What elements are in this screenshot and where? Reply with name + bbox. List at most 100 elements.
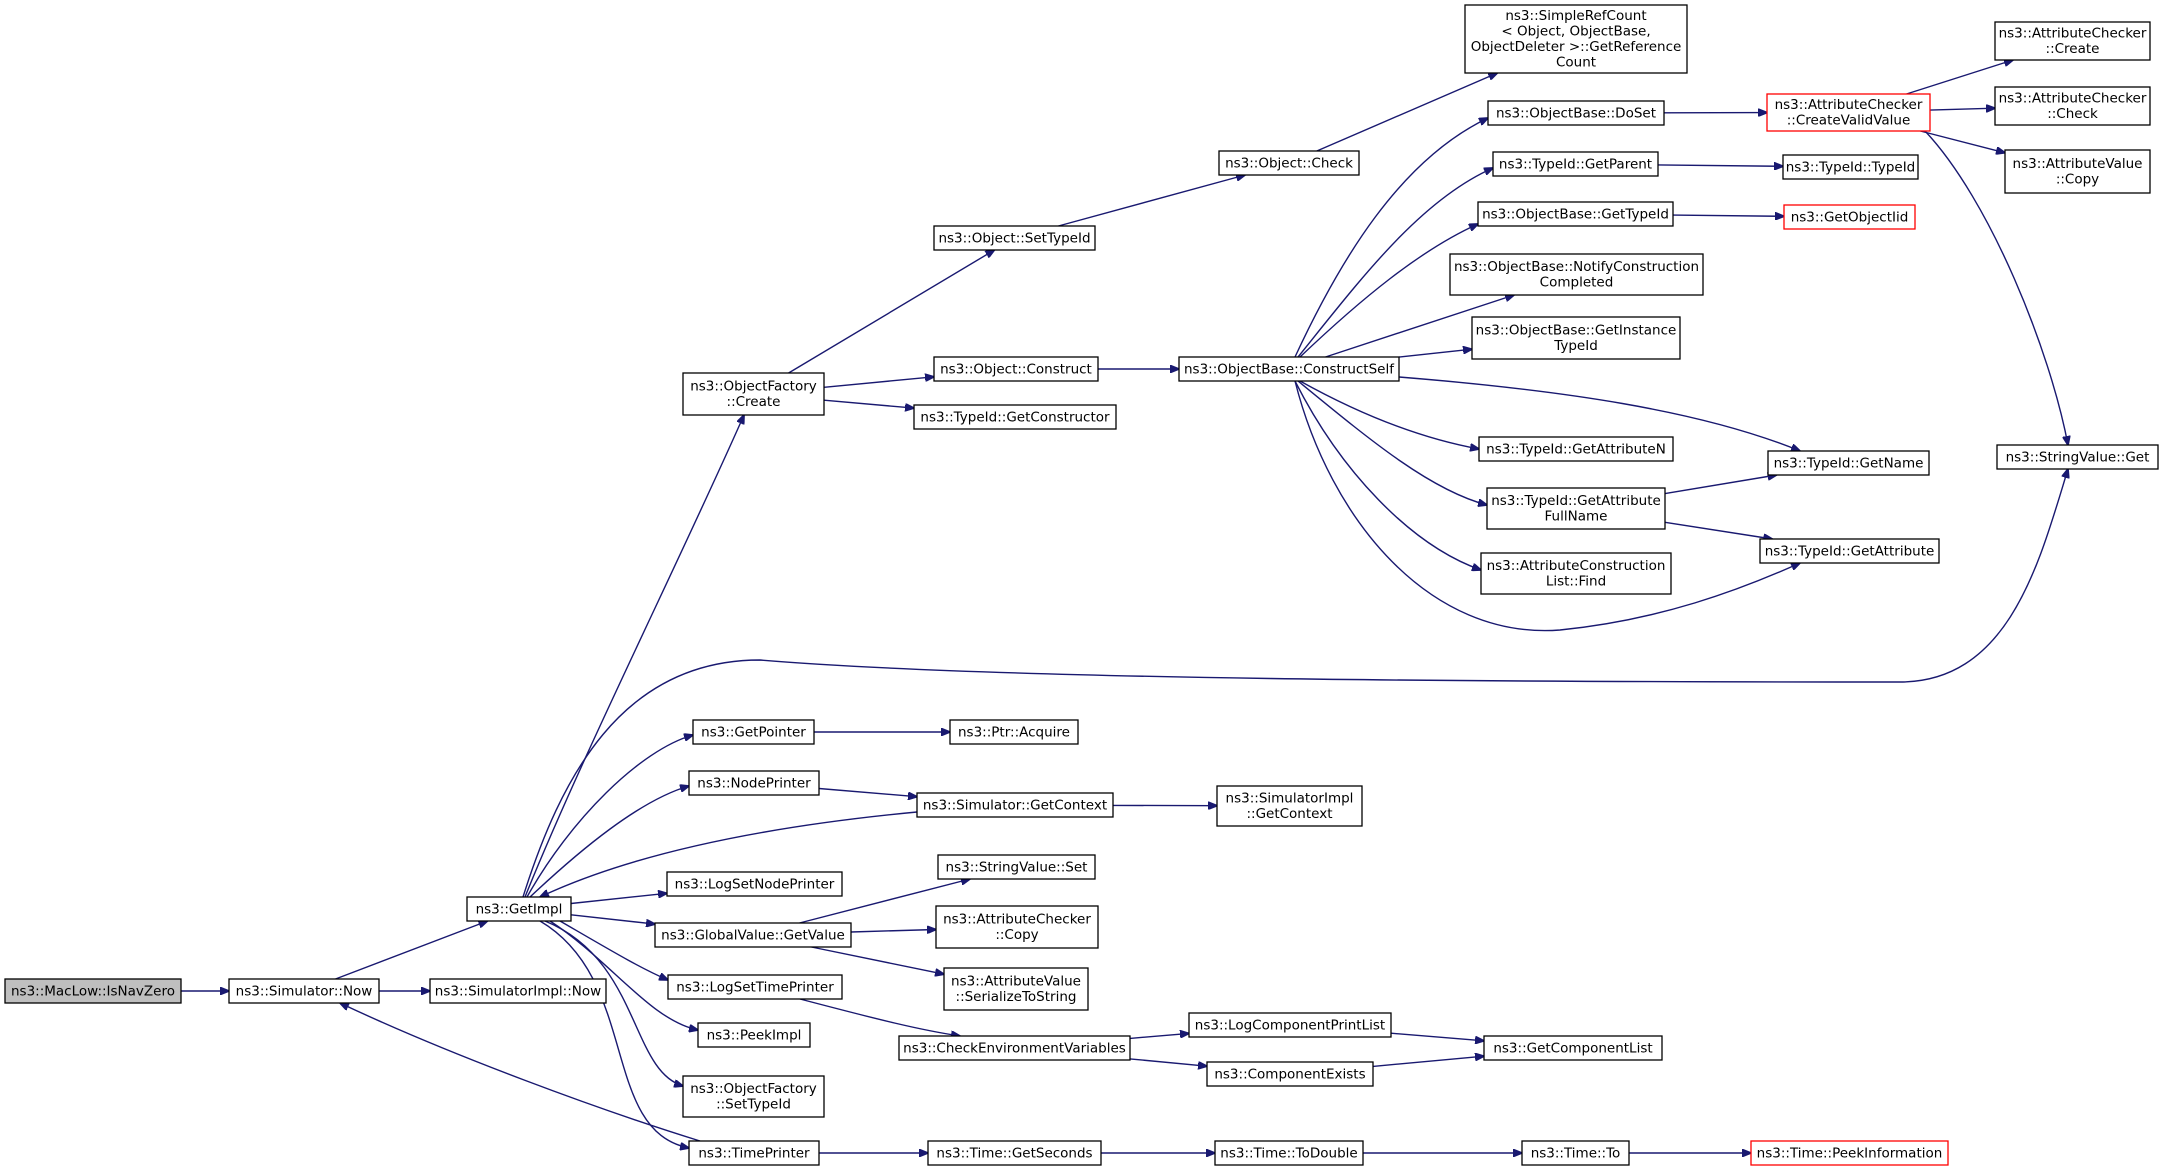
node-object_settypeid[interactable]: ns3::Object::SetTypeId [933,225,1096,251]
edge-getimpl-to-timeprinter [539,920,689,1148]
node-simulator_getcontext[interactable]: ns3::Simulator::GetContext [916,792,1114,818]
node-box [697,1022,811,1048]
node-typeid_getattributen[interactable]: ns3::TypeId::GetAttributeN [1478,436,1674,462]
edge-globalvalue_getvalue-to-stringvalue_set [799,879,971,924]
node-box [1767,450,1930,476]
node-label: ns3::SimulatorImpl [1226,791,1354,807]
node-attributechecker_check[interactable]: ns3::AttributeChecker::Check [1994,86,2151,126]
node-label: ns3::Simulator::GetContext [923,797,1107,813]
node-typeid_getparent[interactable]: ns3::TypeId::GetParent [1492,151,1659,177]
node-time_to[interactable]: ns3::Time::To [1521,1140,1630,1166]
node-box [933,356,1099,382]
edge-getimpl-to-logsetnodeprinter [570,893,667,905]
node-label: ::Check [2047,106,2098,122]
node-logcomponentprintlist[interactable]: ns3::LogComponentPrintList [1188,1012,1392,1038]
node-nodeprinter[interactable]: ns3::NodePrinter [688,770,820,796]
node-checkenvironmentvariables[interactable]: ns3::CheckEnvironmentVariables [898,1035,1131,1061]
node-time_todouble[interactable]: ns3::Time::ToDouble [1214,1140,1364,1166]
node-attributevalue_serializetostring[interactable]: ns3::AttributeValue::SerializeToString [943,967,1089,1011]
edge-nodeprinter-to-simulator_getcontext [818,787,917,797]
edge-objectbase_constructself-to-objectbase_notifyconstructioncompleted [1325,295,1515,358]
node-getimpl[interactable]: ns3::GetImpl [466,896,572,922]
node-getpointer[interactable]: ns3::GetPointer [692,719,815,745]
node-label: ns3::SimpleRefCount [1505,8,1646,24]
node-label: ::Create [2046,41,2100,57]
node-box [1471,316,1681,360]
node-label: ns3::GlobalValue::GetValue [661,927,845,943]
node-label: ns3::AttributeChecker [1775,97,1923,113]
node-simulatorimpl_getcontext[interactable]: ns3::SimulatorImpl::GetContext [1216,785,1363,827]
node-attributechecker_create[interactable]: ns3::AttributeChecker::Create [1994,21,2151,61]
node-attributechecker_copy[interactable]: ns3::AttributeChecker::Copy [935,905,1099,949]
edge-typeid_getattributefullname-to-typeid_getname [1664,475,1777,495]
node-attributevalue_copy[interactable]: ns3::AttributeValue::Copy [2004,149,2151,194]
node-objectfactory_create[interactable]: ns3::ObjectFactory::Create [682,372,825,416]
node-ptr_acquire[interactable]: ns3::Ptr::Acquire [949,719,1079,745]
node-typeid_typeid[interactable]: ns3::TypeId::TypeId [1782,154,1919,180]
node-label: ::SerializeToString [956,989,1077,1005]
node-label: ns3::TypeId::TypeId [1786,159,1916,175]
node-label: ns3::NodePrinter [697,775,811,791]
edge-componentexists-to-getcomponentlist [1372,1056,1484,1068]
node-label: ns3::TypeId::GetParent [1499,156,1652,172]
node-objectfactory_settypeid[interactable]: ns3::ObjectFactory::SetTypeId [682,1075,825,1118]
node-typeid_getname[interactable]: ns3::TypeId::GetName [1767,450,1930,476]
node-peekimpl[interactable]: ns3::PeekImpl [697,1022,811,1048]
node-label: ::Create [727,394,781,410]
node-time_peekinformation[interactable]: ns3::Time::PeekInformation [1750,1140,1949,1166]
edge-object_check-to-simplerefcount [1316,73,1498,152]
edge-getimpl-to-logsettimeprinter [559,920,668,980]
node-box [1483,1035,1663,1061]
node-object_construct[interactable]: ns3::Object::Construct [933,356,1099,382]
node-getobjectiid[interactable]: ns3::GetObjectIid [1783,204,1916,230]
edge-globalvalue_getvalue-to-attributevalue_serializetostring [811,946,944,974]
edge-simulator_now-to-getimpl [335,921,488,980]
node-label: ::SetTypeId [716,1097,791,1113]
node-simulatorimpl_now[interactable]: ns3::SimulatorImpl::Now [429,978,607,1004]
node-box [1766,93,1931,132]
node-globalvalue_getvalue[interactable]: ns3::GlobalValue::GetValue [654,922,852,948]
node-label: ns3::LogSetTimePrinter [676,979,834,995]
node-attributechecker_createvalidvalue[interactable]: ns3::AttributeChecker::CreateValidValue [1766,93,1931,132]
node-stringvalue_set[interactable]: ns3::StringValue::Set [937,854,1096,880]
node-box [1487,100,1665,126]
node-label: ns3::PeekImpl [707,1027,802,1043]
node-objectbase_gettypeid[interactable]: ns3::ObjectBase::GetTypeId [1477,201,1674,227]
node-simplerefcount[interactable]: ns3::SimpleRefCount< Object, ObjectBase,… [1464,4,1688,74]
node-object_check[interactable]: ns3::Object::Check [1218,150,1360,176]
node-label: List::Find [1546,574,1606,590]
node-timeprinter[interactable]: ns3::TimePrinter [688,1140,820,1166]
node-typeid_getattribute[interactable]: ns3::TypeId::GetAttribute [1759,538,1940,564]
edge-objectfactory_create-to-object_settypeid [788,250,995,374]
edge-attributechecker_createvalidvalue-to-attributevalue_copy [1920,130,2005,153]
node-box [1216,785,1363,827]
node-box [1783,204,1916,230]
node-box [1464,4,1688,74]
node-getcomponentlist[interactable]: ns3::GetComponentList [1483,1035,1663,1061]
node-box [916,792,1114,818]
node-logsettimeprinter[interactable]: ns3::LogSetTimePrinter [667,974,843,1000]
edge-checkenvironmentvariables-to-componentexists [1129,1058,1207,1066]
node-box [1214,1140,1364,1166]
node-label: ns3::AttributeValue [951,974,1081,990]
node-simulator_now[interactable]: ns3::Simulator::Now [228,978,380,1004]
node-objectbase_constructself[interactable]: ns3::ObjectBase::ConstructSelf [1178,356,1400,382]
node-componentexists[interactable]: ns3::ComponentExists [1206,1061,1374,1087]
node-time_getseconds[interactable]: ns3::Time::GetSeconds [927,1140,1102,1166]
node-box [1521,1140,1630,1166]
edge-logsettimeprinter-to-checkenvironmentvariables [799,998,960,1036]
node-stringvalue_get[interactable]: ns3::StringValue::Get [1996,444,2159,470]
node-typeid_getconstructor[interactable]: ns3::TypeId::GetConstructor [913,404,1117,430]
node-box [4,978,182,1004]
node-label: ObjectDeleter >::GetReference [1471,39,1682,55]
node-objectbase_notifyconstructioncompleted[interactable]: ns3::ObjectBase::NotifyConstructionCompl… [1449,253,1704,296]
node-objectbase_doset[interactable]: ns3::ObjectBase::DoSet [1487,100,1665,126]
node-logsetnodeprinter[interactable]: ns3::LogSetNodePrinter [666,871,843,897]
edge-objectbase_constructself-to-objectbase_gettypeid [1299,224,1478,358]
node-box [1449,253,1704,296]
edge-getimpl-to-objectfactory_settypeid [544,920,683,1086]
